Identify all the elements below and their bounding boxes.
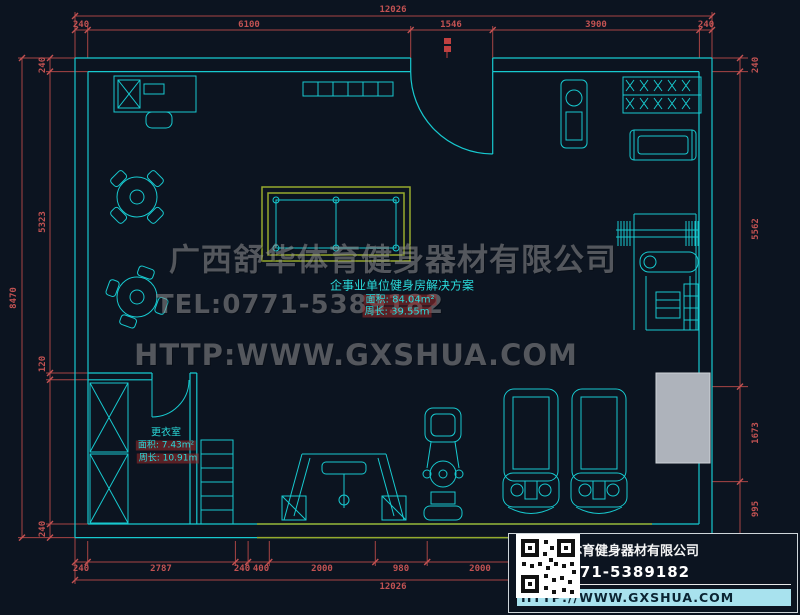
dim-bottom-5: 980: [392, 564, 410, 574]
dim-bottom-2: 240: [233, 564, 251, 574]
round-table-2: [105, 265, 169, 329]
dim-top-4: 240: [697, 20, 715, 30]
dim-top-total: 12026: [379, 5, 407, 15]
dim-left-3: 240: [38, 520, 48, 538]
dim-bottom-6: 2000: [469, 564, 491, 574]
plan-perimeter: 周长: 39.55m: [362, 306, 432, 318]
dumbbell-rack: [622, 76, 702, 114]
dim-top-3: 3900: [585, 20, 607, 30]
dim-right-2: 1673: [751, 422, 761, 444]
water-dispenser: [560, 79, 588, 149]
pool-table: [261, 186, 411, 262]
watermark-url: HTTP:WWW.GXSHUA.COM: [134, 338, 578, 372]
plan-area: 面积: 84.04m²: [363, 294, 437, 306]
dim-left-0: 240: [38, 56, 48, 74]
dim-bottom-3: 400: [252, 564, 270, 574]
title-block: 广西舒华体育健身器材有限公司 TEL:0771-5389182 HTTP://W…: [508, 533, 798, 613]
dim-top-2: 1546: [440, 20, 462, 30]
storage-bench: [302, 81, 394, 97]
office-desk: [113, 75, 197, 129]
structural-column: [655, 372, 711, 464]
qr-code: [516, 534, 580, 598]
locker-room-perimeter: 周长: 10.91m: [136, 453, 200, 464]
door-tag-icon: [444, 38, 451, 58]
dim-right-3: 995: [751, 500, 761, 518]
locker-room-area: 面积: 7.43m²: [135, 440, 197, 451]
dim-left-1: 5323: [38, 211, 48, 233]
exercise-bike: [422, 407, 464, 521]
locker-room-name: 更衣室: [151, 427, 181, 439]
watermark-company: 广西舒华体育健身器材有限公司: [169, 242, 617, 279]
dim-bottom-0: 240: [72, 564, 90, 574]
flat-bench: [629, 129, 697, 161]
multi-gym-machine: [281, 453, 407, 521]
plan-title: 企事业单位健身房解决方案: [329, 278, 475, 293]
weight-machine-right: [616, 213, 699, 331]
dim-left-total: 8470: [9, 287, 19, 309]
dim-bottom-1: 2787: [150, 564, 172, 574]
dim-left-2: 120: [38, 355, 48, 373]
locker-room-door: [151, 379, 190, 418]
treadmill-1: [502, 388, 560, 514]
dim-top-0: 240: [72, 20, 90, 30]
treadmill-2: [570, 388, 628, 514]
entry-door: [410, 71, 494, 155]
lockers: [89, 382, 129, 524]
dim-right-0: 240: [751, 56, 761, 74]
dim-bottom-4: 2000: [311, 564, 333, 574]
shelf-rack: [200, 439, 234, 525]
dim-right-1: 5562: [751, 218, 761, 240]
round-table-1: [110, 170, 164, 224]
dim-top-1: 6100: [238, 20, 260, 30]
dim-bottom-total: 12026: [379, 582, 407, 592]
